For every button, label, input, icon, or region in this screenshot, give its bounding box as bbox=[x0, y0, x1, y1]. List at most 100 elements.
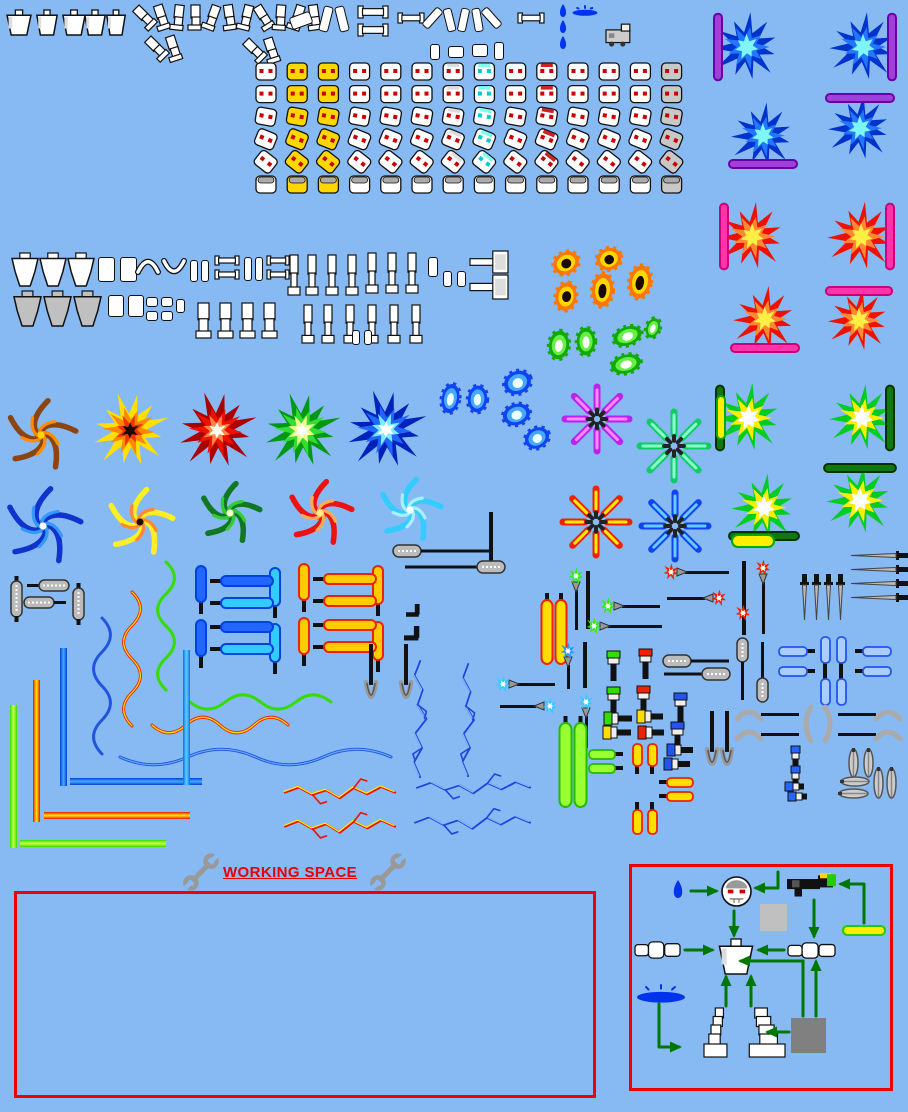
joint-dumbbell bbox=[214, 269, 240, 280]
diagram-torso bbox=[718, 938, 754, 975]
body-part bbox=[161, 297, 173, 307]
diagram-arrow bbox=[746, 862, 788, 898]
spark-spear bbox=[493, 674, 557, 694]
lightning-horizontal bbox=[415, 773, 532, 800]
robot-heads-grid bbox=[253, 62, 693, 199]
whip-red bbox=[118, 590, 146, 728]
arm-part bbox=[334, 5, 350, 33]
flame-dart-green bbox=[573, 716, 588, 808]
pod bbox=[863, 748, 874, 778]
leg-boot bbox=[365, 304, 379, 344]
fire-blob-blue bbox=[501, 368, 534, 397]
mini-tool bbox=[670, 721, 685, 752]
fire-blob-green bbox=[608, 352, 644, 376]
leg-boot bbox=[345, 254, 359, 296]
beam-red-v bbox=[33, 680, 40, 822]
explosion-green-white bbox=[262, 392, 342, 465]
leg-boot bbox=[387, 304, 401, 344]
joint-dumbbell bbox=[266, 269, 290, 280]
spark-spear bbox=[598, 596, 662, 616]
flaming-swords-orange bbox=[298, 554, 389, 672]
spark-spear bbox=[661, 562, 731, 582]
torso-armor bbox=[39, 252, 67, 287]
body-part bbox=[255, 257, 263, 281]
leg-sprites-pair bbox=[143, 34, 192, 64]
claw-rod bbox=[704, 711, 720, 777]
whip-blue-horizontal bbox=[118, 744, 393, 770]
diagram-robot-head bbox=[721, 876, 752, 907]
whip-blue bbox=[88, 616, 116, 756]
water-drop bbox=[558, 36, 568, 49]
rod bbox=[583, 642, 587, 688]
beam-green-v bbox=[10, 705, 17, 848]
body-part bbox=[120, 257, 137, 282]
green-impact-explosion-left bbox=[715, 382, 794, 454]
baton bbox=[27, 579, 70, 592]
body-part bbox=[98, 257, 115, 282]
diagram-arm bbox=[634, 941, 681, 959]
body-part bbox=[428, 257, 438, 277]
diagram-arrow bbox=[716, 967, 736, 1016]
leg-boot bbox=[325, 254, 339, 296]
body-part bbox=[146, 311, 158, 321]
fire-blob-orange bbox=[550, 249, 582, 277]
pod bbox=[838, 788, 869, 799]
diagram-arrow bbox=[758, 1022, 799, 1042]
body-part bbox=[364, 330, 372, 345]
diagram-arrow bbox=[806, 952, 826, 1026]
lightning-horizontal bbox=[413, 807, 532, 836]
leg-boot bbox=[239, 302, 256, 339]
arm-part bbox=[430, 44, 440, 60]
spark-spear bbox=[753, 558, 773, 636]
green-impact-explosion-right bbox=[818, 382, 895, 454]
body-part bbox=[443, 271, 452, 287]
baton bbox=[10, 576, 23, 622]
leg-boot bbox=[409, 304, 423, 344]
beam-blue-h bbox=[70, 778, 202, 785]
energy-capsule-v bbox=[716, 395, 726, 440]
energy-capsule bbox=[731, 534, 775, 548]
arm-part bbox=[456, 7, 471, 33]
green-impact-explosion-floor bbox=[726, 465, 802, 541]
leg-boot bbox=[305, 254, 319, 296]
leg-boot bbox=[217, 302, 234, 339]
beam-blue-v bbox=[60, 648, 67, 786]
mini-tool bbox=[636, 685, 651, 716]
body-part bbox=[190, 260, 198, 282]
water-drop bbox=[558, 4, 568, 17]
green-impact-explosion-ceiling bbox=[821, 463, 899, 548]
leg-sprites-row bbox=[131, 3, 323, 33]
rod bbox=[742, 561, 746, 635]
ray-burst-blue bbox=[638, 489, 712, 563]
machine-sprite bbox=[605, 23, 634, 47]
explosion-blue-white bbox=[344, 390, 428, 466]
beam-cyan-v bbox=[183, 650, 190, 785]
fire-blob-blue bbox=[522, 425, 552, 451]
leg-boot bbox=[365, 252, 379, 294]
diagram-arrow bbox=[749, 940, 794, 960]
claw-rod bbox=[363, 644, 379, 710]
fire-blob-green bbox=[574, 325, 598, 358]
rod bbox=[489, 512, 493, 570]
blue-impact-explosion-ceiling bbox=[823, 93, 897, 173]
spiral-cyan bbox=[376, 476, 444, 543]
spark-spear bbox=[498, 696, 560, 716]
body-part bbox=[176, 299, 185, 313]
flaming-swords-blue bbox=[195, 556, 286, 674]
fire-blob-blue bbox=[439, 381, 462, 416]
spiral-explosion-brown bbox=[0, 397, 82, 472]
staff-vertical bbox=[736, 637, 749, 700]
torso-armor bbox=[11, 252, 39, 287]
staff-horizontal bbox=[664, 667, 731, 681]
mini-tool bbox=[787, 791, 807, 802]
joint-dumbbell bbox=[517, 12, 545, 24]
baton bbox=[72, 583, 85, 625]
diagram-gray-chip bbox=[760, 904, 787, 931]
torso-armor-gray bbox=[73, 290, 102, 327]
leg-boot bbox=[343, 304, 357, 344]
electric-swords-cross bbox=[778, 636, 892, 706]
water-drop bbox=[558, 20, 568, 33]
blue-impact-explosion-floor bbox=[726, 93, 800, 169]
working-space-area bbox=[14, 891, 596, 1098]
